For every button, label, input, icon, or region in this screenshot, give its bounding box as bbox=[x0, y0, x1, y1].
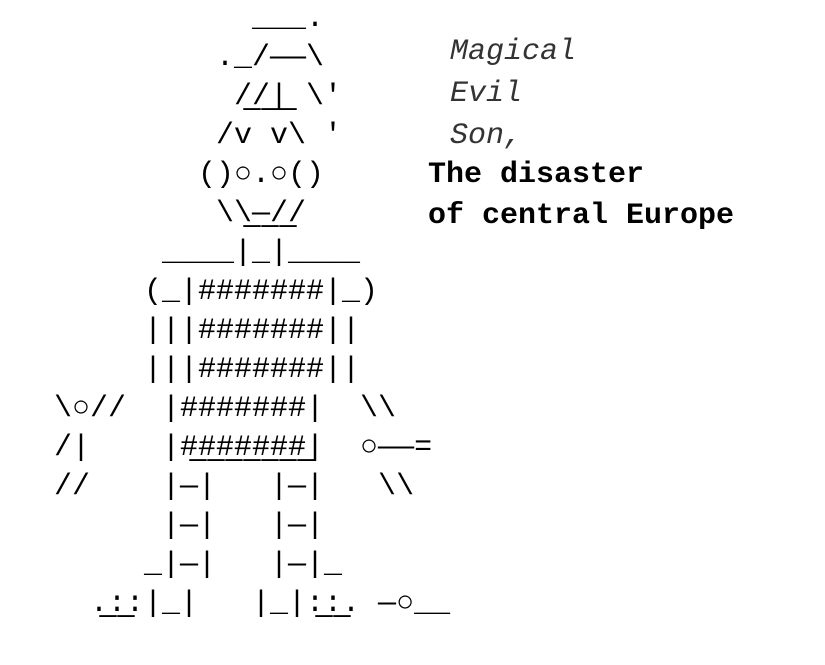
art-line: ___. bbox=[0, 2, 325, 36]
art-line: |||#######|| bbox=[0, 314, 361, 348]
art-line: \\̲—̲/̲/ bbox=[0, 197, 307, 231]
art-line: /̲/̲|̲ \' bbox=[0, 80, 343, 114]
art-line: .̲:̲:|_| |_|:̲:̲. —○__ bbox=[0, 587, 451, 621]
art-line: /| |#̲#̲#̲#̲#̲#̲#̲| ○——= bbox=[0, 431, 433, 465]
art-line: /v v\ ' bbox=[0, 119, 343, 153]
art-line: |—| |—| bbox=[0, 509, 325, 543]
caption-son: Son, bbox=[450, 119, 523, 153]
art-line: (_|#######|_) bbox=[0, 275, 379, 309]
art-line: ._/——\ bbox=[0, 41, 325, 75]
art-line: |||#######|| bbox=[0, 353, 361, 387]
art-line: ()○.○() bbox=[0, 158, 325, 192]
caption-magical: Magical bbox=[450, 35, 577, 69]
art-line: // |—| |—| \\ bbox=[0, 470, 415, 504]
caption-the-disaster: The disaster bbox=[428, 158, 645, 192]
art-line: _|—| |—|_ bbox=[0, 548, 343, 582]
art-line: \○// |#######| \\ bbox=[0, 392, 397, 426]
caption-of-central-europe: of central Europe bbox=[428, 199, 735, 233]
ascii-robot-figure: ___. ._/——\ /̲/̲|̲ \' /v v\ ' ()○.○() \\… bbox=[0, 2, 451, 621]
caption-evil: Evil bbox=[450, 77, 523, 111]
art-line: ____|_|____ bbox=[0, 236, 361, 270]
